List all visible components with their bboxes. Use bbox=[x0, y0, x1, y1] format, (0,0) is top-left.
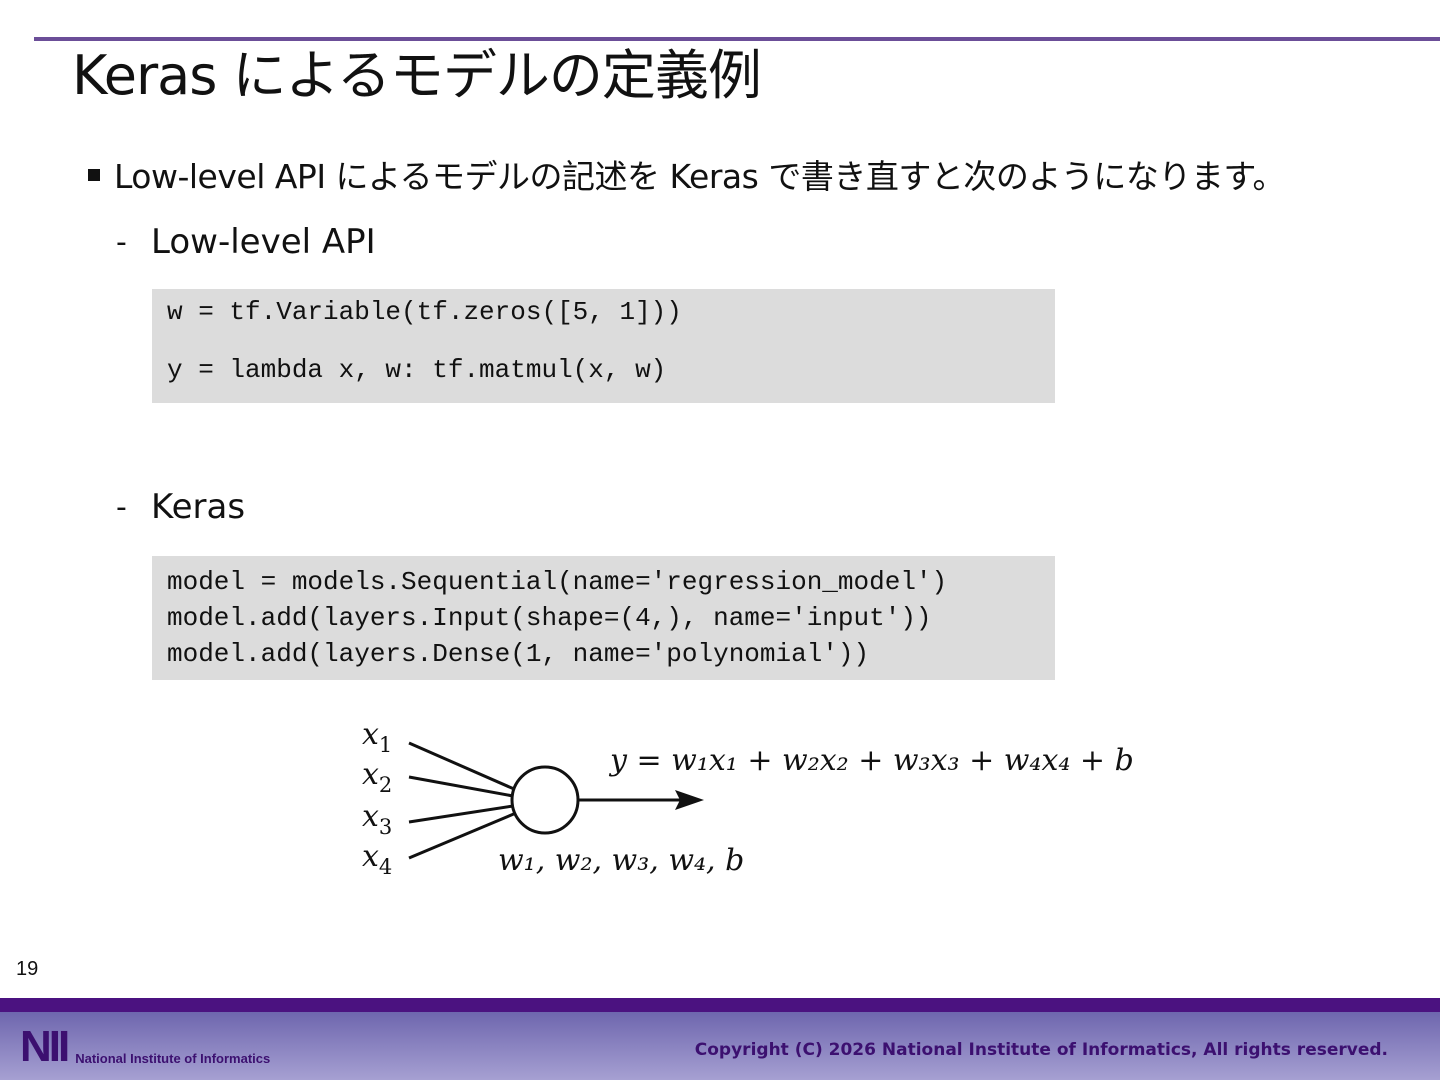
input-edge-1 bbox=[408, 741, 515, 791]
arrowhead-icon bbox=[675, 790, 704, 810]
bullet-text: Low-level API によるモデルの記述を Keras で書き直すと次のよ… bbox=[114, 157, 1286, 196]
sub-bullet-low-level: - Low-level API bbox=[116, 222, 376, 262]
code-line: model.add(layers.Input(shape=(4,), name=… bbox=[167, 603, 932, 633]
footer-band bbox=[0, 998, 1440, 1012]
svg-text:x1: x1 bbox=[362, 717, 392, 757]
neuron-diagram: x1 x2 x3 x4 y = w₁x₁ + w₂x₂ + w₃x₃ + w₄x… bbox=[362, 717, 1134, 879]
sub-bullet-label: Low-level API bbox=[151, 222, 376, 262]
svg-text:x2: x2 bbox=[362, 757, 392, 797]
title-rule bbox=[34, 37, 1440, 41]
sub-bullet-keras: - Keras bbox=[116, 487, 245, 527]
input-edge-4 bbox=[408, 811, 517, 860]
code-line: y = lambda x, w: tf.matmul(x, w) bbox=[167, 355, 667, 385]
code-block-low-level: w = tf.Variable(tf.zeros([5, 1])) y = la… bbox=[152, 289, 1055, 403]
input-label-x4: x4 bbox=[362, 839, 392, 879]
code-line: model = models.Sequential(name='regressi… bbox=[167, 567, 948, 597]
main-bullet: Low-level API によるモデルの記述を Keras で書き直すと次のよ… bbox=[88, 150, 1286, 198]
input-label-x3: x3 bbox=[362, 799, 392, 839]
input-label-x2: x2 bbox=[362, 757, 392, 797]
dash-marker: - bbox=[116, 489, 127, 525]
slide-title: Keras によるモデルの定義例 bbox=[72, 44, 762, 107]
copyright-notice: Copyright (C) 2026 National Institute of… bbox=[694, 1040, 1388, 1060]
input-label-x1: x1 bbox=[362, 717, 392, 757]
input-edge-2 bbox=[408, 775, 514, 798]
input-edge-3 bbox=[408, 804, 514, 824]
output-formula: y = w₁x₁ + w₂x₂ + w₃x₃ + w₄x₄ + b bbox=[608, 743, 1134, 778]
nii-logo: NII National Institute of Informatics bbox=[20, 1022, 271, 1071]
svg-text:x3: x3 bbox=[362, 799, 392, 839]
neuron-node bbox=[510, 765, 580, 835]
page-number: 19 bbox=[16, 958, 39, 980]
dash-marker: - bbox=[116, 224, 127, 260]
code-line: model.add(layers.Dense(1, name='polynomi… bbox=[167, 639, 870, 669]
square-bullet-icon bbox=[88, 169, 100, 181]
code-line: w = tf.Variable(tf.zeros([5, 1])) bbox=[167, 297, 682, 327]
code-block-keras: model = models.Sequential(name='regressi… bbox=[152, 556, 1055, 680]
parameter-list: w₁, w₂, w₃, w₄, b bbox=[498, 843, 744, 878]
sub-bullet-label: Keras bbox=[151, 487, 246, 527]
footer bbox=[0, 1012, 1440, 1080]
logo-mark: NII bbox=[20, 1022, 70, 1071]
svg-text:x4: x4 bbox=[362, 839, 392, 879]
logo-name: National Institute of Informatics bbox=[75, 1051, 271, 1066]
